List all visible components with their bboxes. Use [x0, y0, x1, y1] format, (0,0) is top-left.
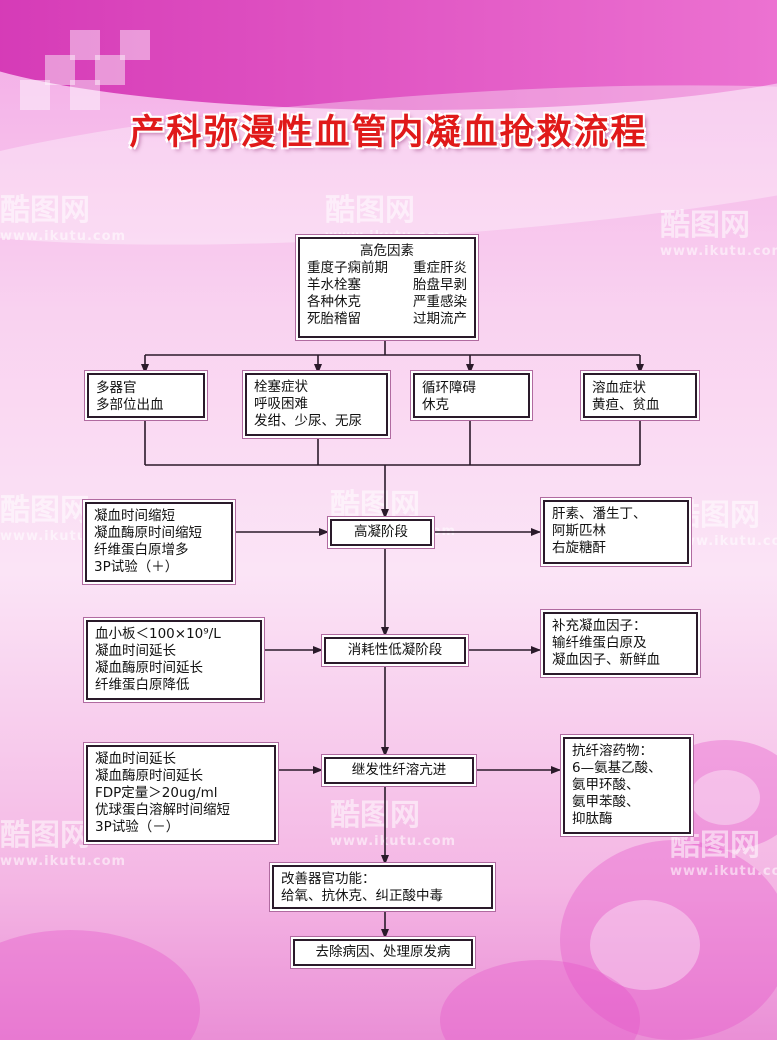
decor-square	[120, 30, 150, 60]
fibrinolysis-treatment-box: 抗纤溶药物： 6—氨基乙酸、 氨甲环酸、 氨甲苯酸、 抑肽酶	[563, 737, 691, 834]
flower-petal-decor	[590, 900, 700, 990]
risk-row: 死胎稽留过期流产	[307, 311, 467, 327]
consumptive-stage-box: 消耗性低凝阶段	[324, 637, 466, 664]
fibrinolysis-stage-box: 继发性纤溶亢进	[324, 757, 474, 784]
risk-factors-box: 高危因素 重度子痫前期重症肝炎 羊水栓塞胎盘早剥 各种休克严重感染 死胎稽留过期…	[298, 237, 476, 338]
risk-row: 羊水栓塞胎盘早剥	[307, 277, 467, 293]
risk-row: 各种休克严重感染	[307, 294, 467, 310]
risk-row: 重度子痫前期重症肝炎	[307, 260, 467, 276]
symptom-hemolysis-box: 溶血症状 黄疸、贫血	[583, 373, 697, 418]
decor-square	[70, 30, 100, 60]
organ-support-box: 改善器官功能： 给氧、抗休克、纠正酸中毒	[272, 865, 493, 909]
page-title: 产科弥漫性血管内凝血抢救流程	[129, 113, 648, 153]
symptom-circulation-box: 循环障碍 休克	[413, 373, 530, 418]
fibrinolysis-tests-box: 凝血时间延长 凝血酶原时间延长 FDP定量＞20ug/ml 优球蛋白溶解时间缩短…	[86, 745, 276, 842]
hypercoagulable-treatment-box: 肝素、潘生丁、 阿斯匹林 右旋糖酐	[543, 500, 689, 564]
decor-square	[95, 55, 125, 85]
hypercoagulable-tests-box: 凝血时间缩短 凝血酶原时间缩短 纤维蛋白原增多 3P试验（＋）	[85, 502, 233, 582]
symptom-bleeding-box: 多器官 多部位出血	[87, 373, 205, 418]
decor-square	[70, 80, 100, 110]
top-decor-band	[0, 0, 777, 110]
decor-square	[20, 80, 50, 110]
flower-petal-decor	[560, 840, 777, 1040]
decor-square	[45, 55, 75, 85]
remove-cause-box: 去除病因、处理原发病	[293, 939, 473, 966]
symptom-embolism-box: 栓塞症状 呼吸困难 发绀、少尿、无尿	[245, 373, 388, 436]
consumptive-tests-box: 血小板＜100×10⁹/L 凝血时间延长 凝血酶原时间延长 纤维蛋白原降低	[86, 620, 262, 700]
hypercoagulable-stage-box: 高凝阶段	[330, 519, 432, 546]
consumptive-treatment-box: 补充凝血因子： 输纤维蛋白原及 凝血因子、新鲜血	[543, 612, 698, 675]
flower-petal-decor	[690, 770, 760, 825]
risk-heading: 高危因素	[360, 243, 414, 259]
